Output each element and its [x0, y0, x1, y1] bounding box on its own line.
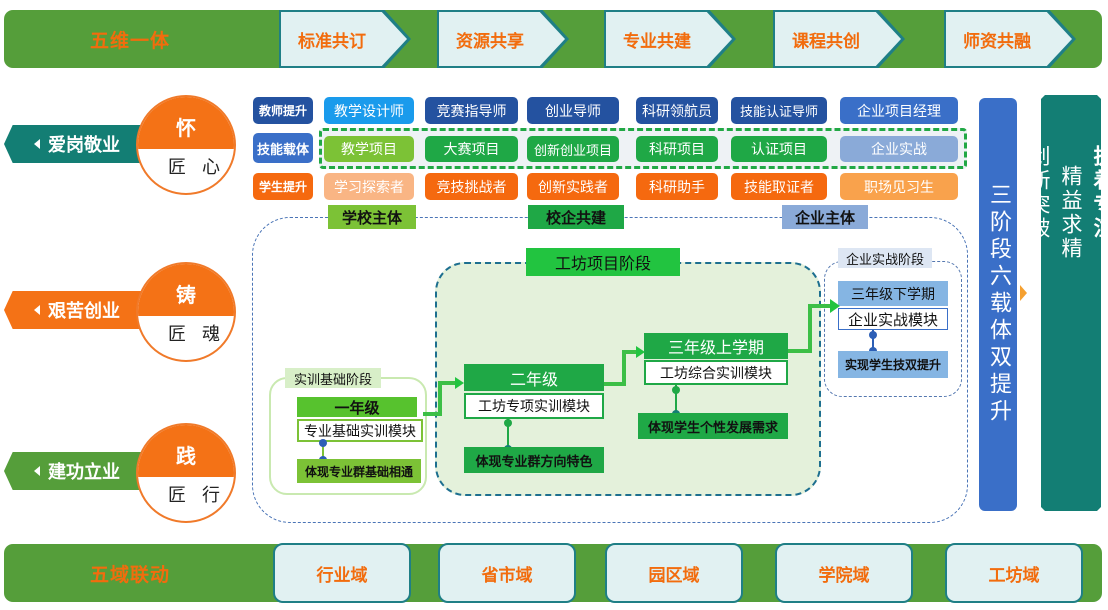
subject-enterprise: 企业主体: [782, 205, 868, 229]
carrier-cell[interactable]: 科研项目: [636, 136, 718, 162]
spirit-circle-soul: 铸 匠魂: [136, 262, 236, 362]
stage-enterprise-note: 实现学生技双提升: [838, 351, 948, 378]
carrier-cell[interactable]: 创新创业项目: [527, 136, 619, 162]
stage-basic-grade: 一年级: [297, 397, 417, 417]
arrowhead-icon: [455, 377, 464, 389]
teacher-cell[interactable]: 竞赛指导师: [425, 97, 518, 124]
connector-dot: [672, 386, 680, 394]
grade2-note: 体现专业群方向特色: [464, 447, 604, 473]
arrow-left-icon: [34, 139, 40, 149]
domain-item-4[interactable]: 学院域: [775, 543, 913, 603]
teacher-cell[interactable]: 技能认证导师: [731, 97, 827, 124]
connector-line: [507, 419, 509, 449]
student-cell[interactable]: 科研助手: [636, 173, 718, 200]
arrowhead-icon: [830, 299, 840, 313]
connector-dot: [319, 439, 327, 447]
connector-line: [675, 385, 677, 413]
connector-dot: [869, 331, 877, 339]
stage-basic-title: 实训基础阶段: [285, 368, 381, 388]
bottom-bar-title: 五域联动: [89, 563, 170, 586]
value-excellence: 精益求精: [1059, 165, 1083, 261]
stage-enterprise-module[interactable]: 企业实战模块: [838, 308, 948, 330]
teacher-cell[interactable]: 教学设计师: [324, 97, 414, 124]
stage-basic-note: 体现专业群基础相通: [297, 459, 421, 483]
flag-dedication: 爱岗敬业: [4, 125, 149, 163]
stage-enterprise-grade: 三年级下学期: [838, 281, 948, 306]
connector-line: [322, 442, 324, 460]
carrier-cell[interactable]: 大赛项目: [425, 136, 518, 162]
carrier-cell[interactable]: 企业实战: [840, 136, 958, 162]
student-cell[interactable]: 职场见习生: [840, 173, 958, 200]
top-item-1[interactable]: 标准共订: [281, 12, 407, 66]
teacher-cell[interactable]: 企业项目经理: [840, 97, 958, 124]
flag-achievement: 建功立业: [4, 452, 149, 490]
stage-workshop-title: 工坊项目阶段: [526, 248, 680, 276]
arrow-grade3a-to-3b: [788, 304, 830, 353]
arrow-right-icon: [1020, 285, 1027, 301]
top-item-2[interactable]: 资源共享: [439, 12, 565, 66]
spirit-circle-action: 践 匠行: [136, 423, 236, 523]
row-tag-student: 学生提升: [253, 173, 313, 200]
arrow-left-icon: [34, 305, 40, 315]
flag-hardwork: 艰苦创业: [4, 291, 149, 329]
student-cell[interactable]: 技能取证者: [731, 173, 827, 200]
domain-item-1[interactable]: 行业域: [273, 543, 411, 603]
connector-dot: [504, 419, 512, 427]
carrier-cell[interactable]: 认证项目: [731, 136, 827, 162]
grade3a-module[interactable]: 工坊综合实训模块: [644, 360, 788, 385]
top-item-3[interactable]: 专业共建: [606, 12, 732, 66]
arrow-grade2-to-3a: [604, 350, 636, 386]
domain-item-5[interactable]: 工坊域: [945, 543, 1083, 603]
teacher-cell[interactable]: 科研领航员: [636, 97, 718, 124]
arrow-left-icon: [34, 466, 40, 476]
arrow-stage1-to-2: [423, 381, 455, 416]
teacher-cell[interactable]: 创业导师: [527, 97, 619, 124]
stage-basic-module[interactable]: 专业基础实训模块: [297, 419, 423, 442]
grade3a-title: 三年级上学期: [644, 333, 788, 359]
row-tag-carrier: 技能载体: [253, 133, 313, 163]
grade3a-note: 体现学生个性发展需求: [638, 413, 788, 439]
subject-school: 学校主体: [328, 205, 416, 229]
grade2-module[interactable]: 工坊专项实训模块: [464, 393, 604, 419]
connector-line: [872, 330, 874, 350]
values-bar: 执着专注 精益求精 创新突破: [1041, 95, 1101, 511]
subject-joint: 校企共建: [528, 205, 624, 229]
student-cell[interactable]: 创新实践者: [527, 173, 619, 200]
grade2-title: 二年级: [464, 364, 604, 391]
top-item-5[interactable]: 师资共融: [946, 12, 1072, 66]
stage-enterprise-title: 企业实战阶段: [838, 248, 932, 268]
domain-item-3[interactable]: 园区域: [605, 543, 743, 603]
student-cell[interactable]: 学习探索者: [324, 173, 414, 200]
arrowhead-icon: [636, 346, 645, 358]
mode-bar: 三阶段六载体双提升: [979, 98, 1017, 511]
top-item-4[interactable]: 课程共创: [775, 12, 901, 66]
carrier-cell[interactable]: 教学项目: [324, 136, 414, 162]
domain-item-2[interactable]: 省市域: [438, 543, 576, 603]
row-tag-teacher: 教师提升: [253, 97, 313, 124]
spirit-circle-heart: 怀 匠心: [136, 95, 236, 195]
student-cell[interactable]: 竞技挑战者: [425, 173, 518, 200]
top-bar-title: 五维一体: [89, 29, 170, 52]
